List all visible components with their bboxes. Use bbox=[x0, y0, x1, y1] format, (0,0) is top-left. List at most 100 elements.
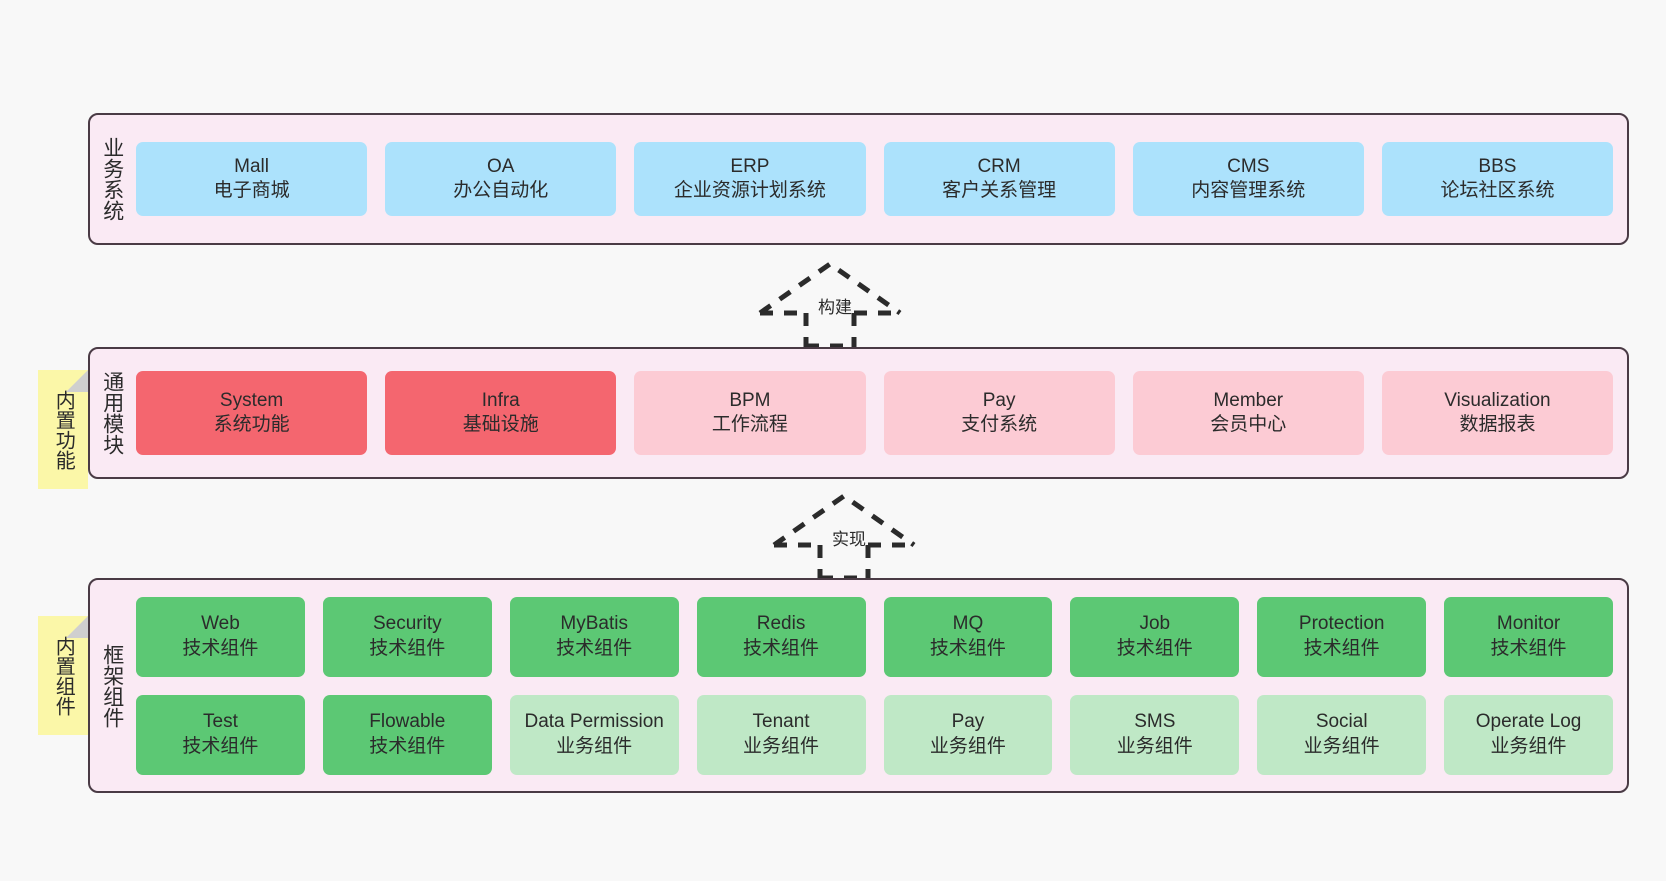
note-builtin-component: 内置组件 bbox=[38, 616, 88, 735]
node-subtitle: 论坛社区系统 bbox=[1440, 180, 1555, 201]
node-subtitle: 数据报表 bbox=[1459, 414, 1536, 435]
node-title: BPM bbox=[729, 389, 771, 411]
node-title: Tenant bbox=[752, 711, 810, 733]
node-title: Flowable bbox=[369, 711, 446, 733]
node-title: Operate Log bbox=[1475, 711, 1582, 733]
node-erp[interactable]: ERP 企业资源计划系统 bbox=[634, 142, 866, 216]
node-subtitle: 工作流程 bbox=[711, 414, 788, 435]
node-title: Protection bbox=[1298, 613, 1385, 635]
node-subtitle: 业务组件 bbox=[929, 735, 1006, 757]
node-title: OA bbox=[487, 155, 515, 177]
node-title: Pay bbox=[982, 389, 1016, 411]
node-flowable[interactable]: Flowable 技术组件 bbox=[322, 694, 492, 775]
node-subtitle: 支付系统 bbox=[961, 414, 1038, 435]
node-web[interactable]: Web 技术组件 bbox=[136, 596, 305, 677]
node-cms[interactable]: CMS 内容管理系统 bbox=[1132, 142, 1364, 216]
node-tenant[interactable]: Tenant 业务组件 bbox=[696, 694, 866, 775]
layer-framework-components: 框架组件 Web 技术组件 Security 技术组件 MyBatis 技术组件… bbox=[88, 578, 1629, 793]
node-title: Redis bbox=[756, 613, 806, 635]
arrow-implement: 实现 bbox=[770, 492, 918, 581]
note-text: 内置功能 bbox=[52, 389, 75, 470]
layer-title-modules: 通用模块 bbox=[100, 371, 124, 455]
node-title: SMS bbox=[1134, 711, 1176, 733]
node-mybatis[interactable]: MyBatis 技术组件 bbox=[509, 596, 679, 677]
note-text: 内置组件 bbox=[52, 635, 75, 716]
node-mall[interactable]: Mall 电子商城 bbox=[136, 142, 368, 216]
node-title: Test bbox=[203, 711, 238, 733]
node-title: ERP bbox=[730, 155, 770, 177]
layer-body-business: Mall 电子商城 OA 办公自动化 ERP 企业资源计划系统 CRM 客户关系… bbox=[134, 115, 1627, 243]
arrow-build-label: 构建 bbox=[818, 298, 852, 317]
layer-common-modules: 通用模块 System 系统功能 Infra 基础设施 BPM 工作流程 Pay… bbox=[88, 347, 1629, 479]
node-title: BBS bbox=[1478, 155, 1517, 177]
node-subtitle: 客户关系管理 bbox=[942, 180, 1057, 201]
node-mq[interactable]: MQ 技术组件 bbox=[883, 596, 1053, 677]
node-bpm[interactable]: BPM 工作流程 bbox=[634, 371, 866, 455]
arrow-implement-label: 实现 bbox=[832, 530, 866, 549]
node-pay-module[interactable]: Pay 支付系统 bbox=[883, 371, 1115, 455]
layer-row: Test 技术组件 Flowable 技术组件 Data Permission … bbox=[136, 694, 1613, 775]
node-subtitle: 业务组件 bbox=[1116, 735, 1193, 757]
node-subtitle: 技术组件 bbox=[929, 637, 1006, 659]
node-title: CMS bbox=[1227, 155, 1270, 177]
node-data-permission[interactable]: Data Permission 业务组件 bbox=[509, 694, 679, 775]
node-security[interactable]: Security 技术组件 bbox=[322, 596, 492, 677]
node-infra[interactable]: Infra 基础设施 bbox=[385, 371, 617, 455]
node-subtitle: 技术组件 bbox=[1303, 637, 1380, 659]
layer-title-business: 业务系统 bbox=[100, 137, 124, 221]
node-title: Job bbox=[1139, 613, 1171, 635]
node-monitor[interactable]: Monitor 技术组件 bbox=[1444, 596, 1613, 677]
node-subtitle: 技术组件 bbox=[182, 735, 259, 757]
node-subtitle: 电子商城 bbox=[213, 180, 290, 201]
layer-body-modules: System 系统功能 Infra 基础设施 BPM 工作流程 Pay 支付系统… bbox=[134, 349, 1627, 477]
node-redis[interactable]: Redis 技术组件 bbox=[696, 596, 866, 677]
node-social[interactable]: Social 业务组件 bbox=[1257, 694, 1427, 775]
node-member[interactable]: Member 会员中心 bbox=[1132, 371, 1364, 455]
node-subtitle: 办公自动化 bbox=[453, 180, 549, 201]
node-subtitle: 技术组件 bbox=[556, 637, 633, 659]
node-test[interactable]: Test 技术组件 bbox=[136, 694, 305, 775]
layer-business-systems: 业务系统 Mall 电子商城 OA 办公自动化 ERP 企业资源计划系统 CRM… bbox=[88, 113, 1629, 245]
node-subtitle: 业务组件 bbox=[1303, 735, 1380, 757]
layer-body-framework: Web 技术组件 Security 技术组件 MyBatis 技术组件 Redi… bbox=[134, 580, 1627, 791]
node-title: Infra bbox=[481, 389, 520, 411]
node-subtitle: 系统功能 bbox=[213, 414, 290, 435]
node-sms[interactable]: SMS 业务组件 bbox=[1070, 694, 1240, 775]
node-subtitle: 技术组件 bbox=[369, 637, 446, 659]
node-visualization[interactable]: Visualization 数据报表 bbox=[1381, 371, 1614, 455]
node-title: Monitor bbox=[1496, 613, 1561, 635]
node-protection[interactable]: Protection 技术组件 bbox=[1257, 596, 1427, 677]
node-title: CRM bbox=[977, 155, 1021, 177]
node-subtitle: 业务组件 bbox=[1490, 735, 1567, 757]
node-job[interactable]: Job 技术组件 bbox=[1070, 596, 1240, 677]
layer-title-framework: 框架组件 bbox=[100, 643, 124, 728]
node-subtitle: 基础设施 bbox=[462, 414, 539, 435]
node-subtitle: 技术组件 bbox=[1490, 637, 1567, 659]
layer-row: System 系统功能 Infra 基础设施 BPM 工作流程 Pay 支付系统… bbox=[136, 371, 1614, 455]
layer-row: Mall 电子商城 OA 办公自动化 ERP 企业资源计划系统 CRM 客户关系… bbox=[136, 142, 1614, 216]
node-title: Mall bbox=[234, 155, 269, 177]
note-builtin-function: 内置功能 bbox=[38, 370, 88, 489]
node-title: MQ bbox=[952, 613, 984, 635]
node-title: Member bbox=[1213, 389, 1284, 411]
node-system[interactable]: System 系统功能 bbox=[136, 371, 368, 455]
node-oa[interactable]: OA 办公自动化 bbox=[385, 142, 617, 216]
node-pay-component[interactable]: Pay 业务组件 bbox=[883, 694, 1053, 775]
node-operate-log[interactable]: Operate Log 业务组件 bbox=[1444, 694, 1613, 775]
node-subtitle: 企业资源计划系统 bbox=[673, 180, 826, 201]
arrow-build: 构建 bbox=[756, 260, 904, 349]
layer-row: Web 技术组件 Security 技术组件 MyBatis 技术组件 Redi… bbox=[136, 596, 1613, 677]
node-subtitle: 业务组件 bbox=[556, 735, 633, 757]
node-subtitle: 业务组件 bbox=[743, 735, 820, 757]
node-title: Web bbox=[201, 613, 240, 635]
node-crm[interactable]: CRM 客户关系管理 bbox=[883, 142, 1115, 216]
node-subtitle: 技术组件 bbox=[369, 735, 446, 757]
node-subtitle: 内容管理系统 bbox=[1191, 180, 1306, 201]
node-subtitle: 技术组件 bbox=[743, 637, 820, 659]
node-title: Visualization bbox=[1444, 389, 1551, 411]
node-title: Data Permission bbox=[524, 711, 664, 733]
node-subtitle: 技术组件 bbox=[182, 637, 259, 659]
node-title: Security bbox=[372, 613, 442, 635]
node-bbs[interactable]: BBS 论坛社区系统 bbox=[1381, 142, 1614, 216]
